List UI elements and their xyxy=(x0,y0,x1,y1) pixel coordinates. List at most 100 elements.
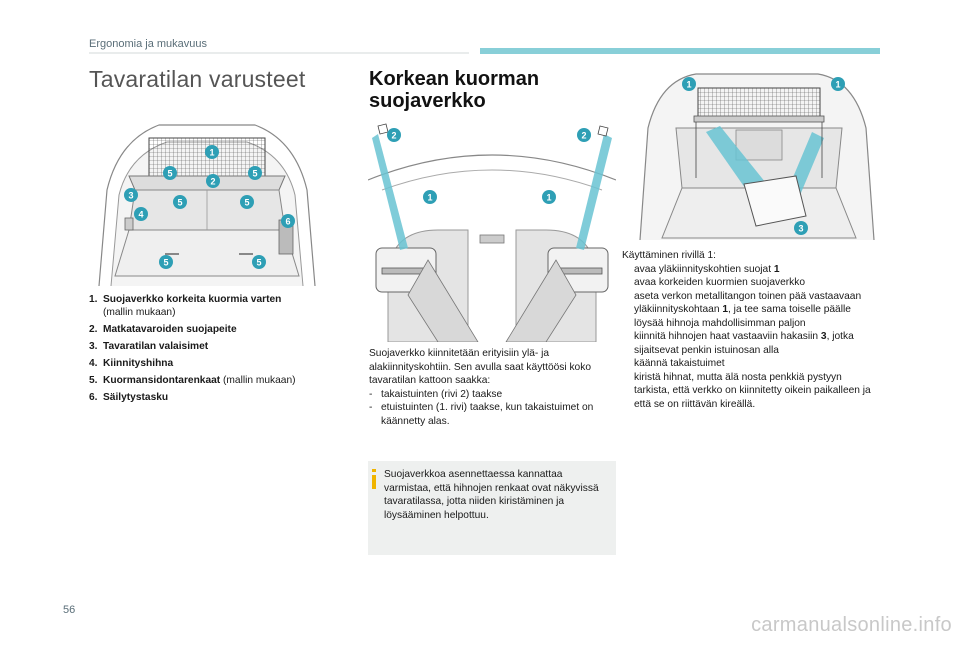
row-one-installation-illustration xyxy=(636,68,878,241)
svg-text:5: 5 xyxy=(167,169,172,179)
callout-2: 2 xyxy=(206,174,220,188)
svg-text:5: 5 xyxy=(163,258,168,268)
list-item: 1. Suojaverkko korkeita kuormia varten (m… xyxy=(89,293,349,319)
section-title: Tavaratilan varusteet xyxy=(89,66,306,92)
item-number: 1. xyxy=(89,294,98,305)
item-number: 2. xyxy=(89,324,98,335)
list-item: kiinnitä hihnojen haat vastaaviin hakasi… xyxy=(622,330,884,357)
svg-text:3: 3 xyxy=(128,191,133,201)
item-number: 3. xyxy=(89,341,98,352)
checkbox-bullet-icon xyxy=(622,317,634,331)
right-callouts: 1 1 3 xyxy=(682,77,845,235)
page-number: 56 xyxy=(63,604,76,616)
callout-4: 4 xyxy=(134,207,148,221)
svg-text:2: 2 xyxy=(210,177,215,187)
list-item: - takaistuinten (rivi 2) taakse xyxy=(369,388,619,402)
list-item: kiristä hihnat, mutta älä nosta penkkiä … xyxy=(622,371,884,385)
center-callouts: 2 2 1 1 xyxy=(387,128,591,204)
svg-text:3: 3 xyxy=(798,224,803,234)
checkbox-bullet-icon xyxy=(622,263,634,277)
svg-text:2: 2 xyxy=(581,131,586,141)
callout-1-left: 1 xyxy=(423,190,437,204)
list-item: - etuistuinten (1. rivi) taakse, kun tak… xyxy=(369,401,619,428)
note-text: Suojaverkkoa asennettaessa kannattaa var… xyxy=(384,469,599,521)
dash-item-text: takaistuinten (rivi 2) taakse xyxy=(381,388,503,400)
callout-1-right: 1 xyxy=(542,190,556,204)
procedure-heading: Käyttäminen rivillä 1: xyxy=(622,250,716,261)
list-item: käännä takaistuimet xyxy=(622,357,884,371)
list-item: 5. Kuormansidontarenkaat (mallin mukaan) xyxy=(89,374,349,387)
item-name: Tavaratilan valaisimet xyxy=(103,341,209,352)
callout-2-right: 2 xyxy=(577,128,591,142)
svg-text:1: 1 xyxy=(686,80,691,90)
item-name: Matkatavaroiden suojapeite xyxy=(103,324,237,335)
callout-1-left: 1 xyxy=(682,77,696,91)
step-text: tarkista, että verkko on kiinnitetty oik… xyxy=(634,385,871,410)
callout-5c: 5 xyxy=(173,195,187,209)
item-note: (mallin mukaan) xyxy=(223,375,296,386)
header-accent-bar xyxy=(480,48,880,54)
right-body-text: Käyttäminen rivillä 1: avaa yläkiinnitys… xyxy=(622,249,884,411)
left-callouts: 1 2 3 4 5 5 5 5 5 5 6 xyxy=(124,145,295,269)
step-text: avaa yläkiinnityskohtien suojat 1 xyxy=(634,263,780,275)
callout-5e: 5 xyxy=(159,255,173,269)
list-item: löysää hihnoja mahdollisimman paljon xyxy=(622,317,884,331)
svg-text:2: 2 xyxy=(391,131,396,141)
callout-1-right: 1 xyxy=(831,77,845,91)
svg-text:1: 1 xyxy=(209,148,214,158)
item-name: Kuormansidontarenkaat xyxy=(103,375,221,386)
list-item: avaa yläkiinnityskohtien suojat 1 xyxy=(622,263,884,277)
list-item: 2. Matkatavaroiden suojapeite xyxy=(89,323,349,336)
checkbox-bullet-icon xyxy=(622,371,634,385)
intro-paragraph: Suojaverkko kiinnitetään erityisiin ylä-… xyxy=(369,348,591,386)
svg-text:1: 1 xyxy=(835,80,840,90)
svg-text:5: 5 xyxy=(256,258,261,268)
step-text: kiinnitä hihnojen haat vastaaviin hakasi… xyxy=(634,331,854,356)
list-item: tarkista, että verkko on kiinnitetty oik… xyxy=(622,384,884,411)
list-item: 3. Tavaratilan valaisimet xyxy=(89,340,349,353)
callout-5f: 5 xyxy=(252,255,266,269)
list-item: 6. Säilytystasku xyxy=(89,391,349,404)
dash-marker: - xyxy=(369,402,373,413)
svg-text:4: 4 xyxy=(138,210,143,220)
item-number: 4. xyxy=(89,358,98,369)
svg-text:5: 5 xyxy=(177,198,182,208)
step-text: avaa korkeiden kuormien suojaverkko xyxy=(634,277,806,288)
item-number: 5. xyxy=(89,375,98,386)
item-note: (mallin mukaan) xyxy=(103,307,176,318)
svg-text:6: 6 xyxy=(285,217,290,227)
info-note-box: Suojaverkkoa asennettaessa kannattaa var… xyxy=(368,461,616,555)
callout-2-left: 2 xyxy=(387,128,401,142)
checkbox-bullet-icon xyxy=(622,330,634,357)
step-text: kiristä hihnat, mutta älä nosta penkkiä … xyxy=(634,371,842,383)
callout-3: 3 xyxy=(124,188,138,202)
callout-5a: 5 xyxy=(163,166,177,180)
step-text: aseta verkon metallitangon toinen pää va… xyxy=(634,290,862,316)
watermark: carmanualsonline.info xyxy=(751,614,952,636)
parts-list: 1. Suojaverkko korkeita kuormia varten (m… xyxy=(89,293,349,408)
checkbox-bullet-icon xyxy=(622,357,634,371)
callout-5d: 5 xyxy=(240,195,254,209)
callout-3: 3 xyxy=(794,221,808,235)
item-name: Suojaverkko korkeita kuormia varten xyxy=(103,294,282,305)
svg-text:1: 1 xyxy=(427,193,432,203)
header-divider xyxy=(89,52,469,54)
svg-text:5: 5 xyxy=(244,198,249,208)
net-anchor-illustration xyxy=(367,120,617,343)
item-name: Kiinnityshihna xyxy=(103,358,174,369)
checkbox-bullet-icon xyxy=(622,276,634,290)
step-text: löysää hihnoja mahdollisimman paljon xyxy=(634,317,806,329)
center-body-text: Suojaverkko kiinnitetään erityisiin ylä-… xyxy=(369,347,619,428)
svg-text:1: 1 xyxy=(546,193,551,203)
article-title: Korkean kuorman suojaverkko xyxy=(369,68,540,112)
header-title: Ergonomia ja mukavuus xyxy=(89,38,208,50)
item-number: 6. xyxy=(89,392,98,403)
step-text: käännä takaistuimet xyxy=(634,358,725,369)
list-item: aseta verkon metallitangon toinen pää va… xyxy=(622,290,884,317)
callout-6: 6 xyxy=(281,214,295,228)
callout-5b: 5 xyxy=(248,166,262,180)
callout-1: 1 xyxy=(205,145,219,159)
item-name: Säilytystasku xyxy=(103,392,169,403)
dash-item-text: etuistuinten (1. rivi) taakse, kun takai… xyxy=(381,402,594,427)
list-item: avaa korkeiden kuormien suojaverkko xyxy=(622,276,884,290)
